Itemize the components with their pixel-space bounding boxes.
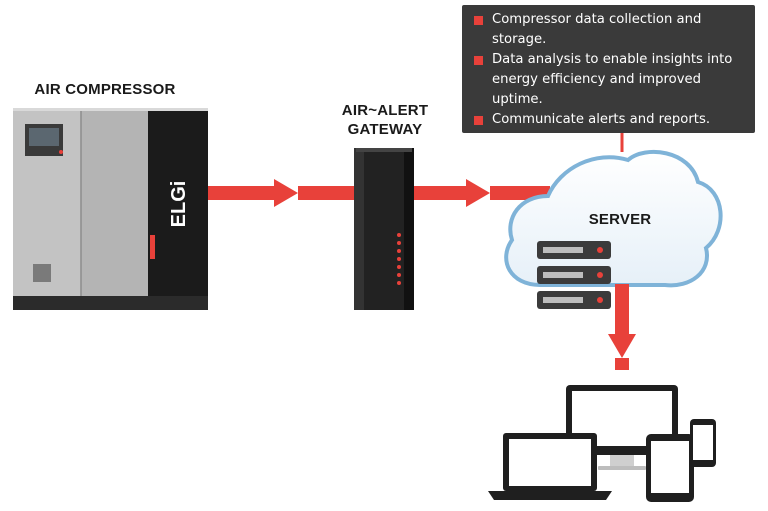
air-compressor: ELGi (13, 108, 208, 310)
info-box: Compressor data collection and storage. … (462, 5, 755, 133)
phone-icon (690, 419, 716, 467)
gateway-status-lights (397, 233, 401, 285)
gateway-label-line2: GATEWAY (347, 121, 423, 138)
client-devices-icon (488, 385, 716, 502)
tablet-icon (646, 434, 694, 502)
info-item: Data analysis to enable insights into en… (474, 50, 747, 110)
gateway-device (354, 148, 414, 310)
air-compressor-label: AIR COMPRESSOR (34, 81, 176, 98)
brand-logo: ELGi (168, 181, 190, 228)
laptop-icon (488, 433, 612, 500)
server-stack-icon (537, 241, 611, 309)
info-item: Compressor data collection and storage. (474, 10, 747, 50)
info-list: Compressor data collection and storage. … (474, 10, 747, 130)
arrow-compressor-to-gateway (208, 179, 354, 207)
server-label: SERVER (588, 211, 652, 228)
arrow-server-to-devices (608, 284, 636, 370)
gateway-label-line1: AIR~ALERT (341, 102, 429, 119)
gateway-label: AIR~ALERT GATEWAY (330, 101, 440, 139)
info-item: Communicate alerts and reports. (474, 110, 747, 130)
